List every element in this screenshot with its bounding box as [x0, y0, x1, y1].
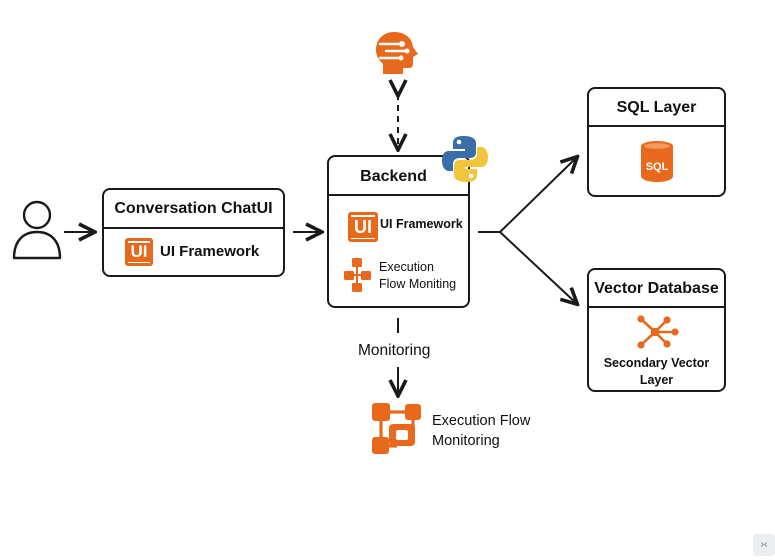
ai-head-icon [376, 32, 418, 74]
backend-title: Backend [360, 168, 427, 185]
backend-divider [329, 194, 468, 196]
monitoring-label: Monitoring [358, 342, 431, 359]
vector-label-line2: Layer [639, 373, 674, 387]
vector-database-box: Vector Database Secondary Vector Layer [587, 268, 726, 392]
chat-ui-box: Conversation ChatUI UI UI Framework [102, 188, 285, 277]
ui-framework-badge-icon: UI [125, 238, 153, 266]
corner-glyph-icon: ›‹ [753, 534, 775, 556]
backend-exec-label-line2: Flow Moniting [379, 277, 457, 291]
backend-ui-framework-label: UI Framework [380, 217, 463, 231]
user-icon [12, 200, 62, 260]
arrow-fork-to-vector [499, 231, 576, 303]
flow-network-icon [344, 258, 371, 292]
backend-ui-framework-badge-icon: UI [348, 212, 378, 242]
vector-database-title: Vector Database [594, 280, 719, 297]
vector-label-line1: Secondary Vector [603, 356, 710, 370]
arrow-fork-to-sql [499, 158, 576, 233]
backend-exec-label-line1: Execution [379, 260, 434, 274]
sql-database-icon [641, 141, 673, 182]
vector-database-divider [589, 306, 724, 308]
chat-ui-framework-label: UI Framework [160, 243, 260, 260]
backend-box: Backend UI UI Framework Execution Flow M… [327, 155, 470, 308]
sql-layer-divider [589, 125, 724, 127]
vector-network-icon [637, 315, 679, 349]
sql-layer-title: SQL Layer [616, 99, 697, 116]
chat-ui-title: Conversation ChatUI [114, 200, 273, 217]
execution-flow-icon [372, 403, 421, 454]
sql-database-label: SQL [645, 161, 669, 173]
chat-ui-divider [104, 227, 283, 229]
python-logo-icon [442, 136, 488, 182]
execution-flow-label-line2: Monitoring [432, 433, 500, 449]
execution-flow-label-line1: Execution Flow [432, 413, 531, 429]
sql-layer-box: SQL Layer SQL [587, 87, 726, 197]
